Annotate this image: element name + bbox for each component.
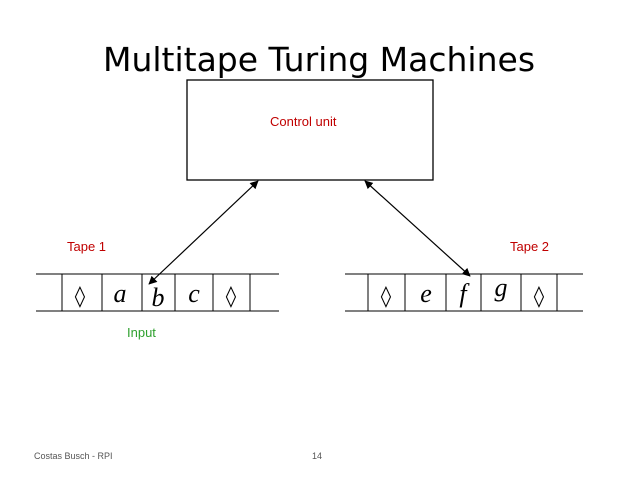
control-unit-box [186,79,434,181]
tape1-label: Tape 1 [67,239,107,254]
tape2-cell-3: g [495,273,508,302]
tape2-label: Tape 2 [510,239,550,254]
slide-title: Multitape Turing Machines [102,40,536,79]
tape-1: ◊ a b c ◊ [36,273,279,312]
arrow-to-tape2-head [364,180,471,277]
tape2-cell-1: e [420,279,432,308]
tape1-cell-2: b [152,283,165,312]
tape2-cell-4: ◊ [534,284,545,308]
tape1-cell-1: a [114,279,127,308]
tape1-cell-4: ◊ [226,284,237,308]
input-label: Input [127,325,156,340]
arrow-to-tape1-head [148,180,259,285]
tape2-cell-0: ◊ [381,284,392,308]
tape2-cell-2: f [459,279,470,308]
tape-2: ◊ e f g ◊ [345,273,583,312]
control-unit-label: Control unit [270,114,337,129]
page-number: 14 [312,451,323,461]
footer-author: Costas Busch - RPI [34,451,113,461]
tape1-cell-0: ◊ [75,284,86,308]
tape1-cell-3: c [188,279,200,308]
